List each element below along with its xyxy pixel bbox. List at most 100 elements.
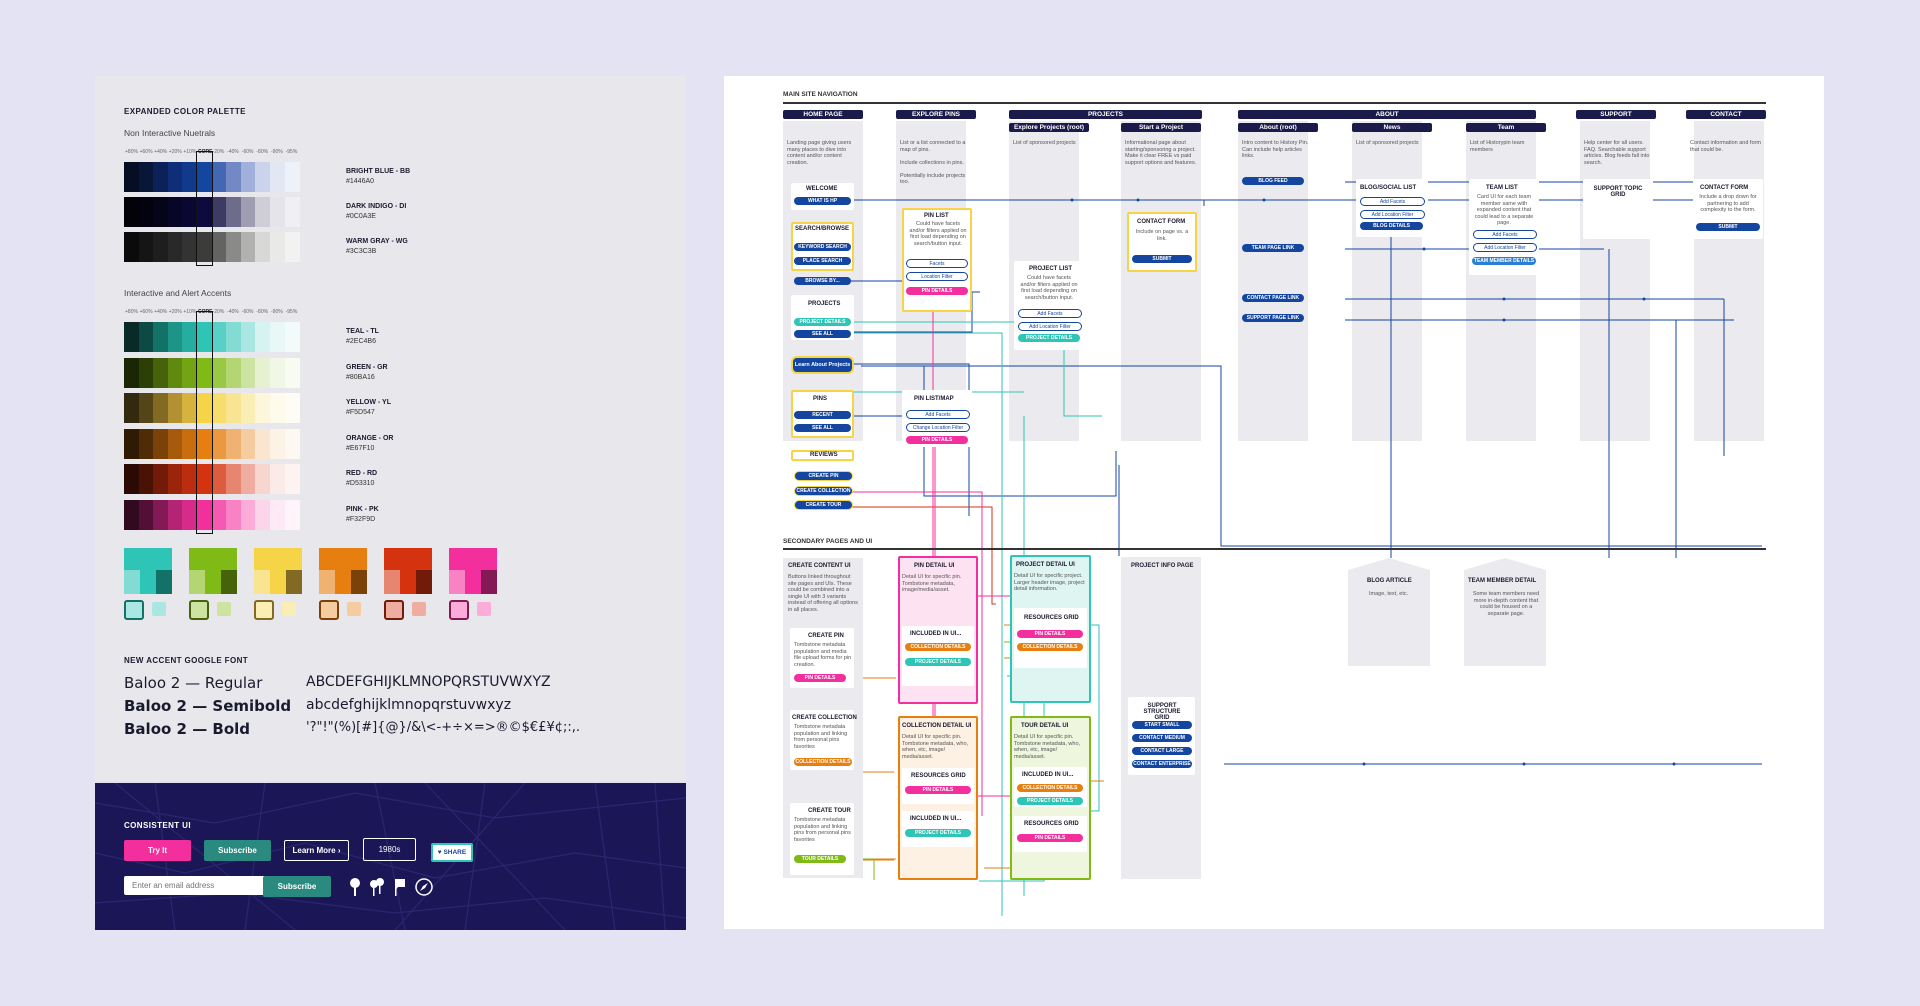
blog-add-facets-button[interactable]: Add Facets: [1360, 197, 1425, 206]
color-swatch: [124, 393, 139, 423]
explore-pin-details-button[interactable]: PIN DETAILS: [906, 287, 968, 295]
header-about-root[interactable]: About (root): [1238, 123, 1318, 132]
start-submit-button[interactable]: SUBMIT: [1132, 255, 1192, 263]
pin-project-details-button[interactable]: PROJECT DETAILS: [905, 658, 971, 666]
accent-pct-label: -60%: [241, 309, 254, 315]
color-swatch: [255, 322, 271, 352]
swatch-name: ORANGE - OR: [346, 434, 394, 442]
desc-news: List of sponsored projects: [1356, 140, 1419, 146]
tour-project-details-button[interactable]: PROJECT DETAILS: [1017, 797, 1083, 805]
color-swatch: [226, 322, 242, 352]
collection-project-details-button[interactable]: PROJECT DETAILS: [905, 829, 971, 837]
create-collection-details-button[interactable]: COLLECTION DETAILS: [794, 758, 852, 766]
welcome-card: [791, 183, 854, 210]
create-collection-button[interactable]: CREATE COLLECTION: [794, 486, 853, 496]
start-small-button[interactable]: START SMALL: [1132, 721, 1192, 729]
color-block-chip: [477, 602, 491, 616]
place-search-button[interactable]: PLACE SEARCH: [794, 257, 851, 265]
what-is-hp-button[interactable]: WHAT IS HP: [794, 197, 851, 205]
header-projects[interactable]: PROJECTS: [1009, 110, 1202, 119]
header-news[interactable]: News: [1352, 123, 1432, 132]
header-projects-root[interactable]: Explore Projects (root): [1009, 123, 1089, 132]
secondary-label: SECONDARY PAGES AND UI: [783, 538, 873, 545]
color-swatch: [211, 162, 227, 192]
pin-collection-details-button[interactable]: COLLECTION DETAILS: [905, 643, 971, 651]
color-swatch: [240, 357, 256, 388]
year-button[interactable]: 1980s: [363, 838, 416, 861]
support-page-link-button[interactable]: SUPPORT PAGE LINK: [1242, 314, 1304, 322]
swatch-hex: #80BA16: [346, 373, 375, 381]
contact-submit-button[interactable]: SUBMIT: [1696, 223, 1760, 231]
subscribe-button[interactable]: Subscribe: [204, 840, 271, 861]
location-filter-button[interactable]: Location Filter: [906, 272, 968, 281]
subscribe-email-button[interactable]: Subscribe: [263, 876, 331, 897]
team-page-link-button[interactable]: TEAM PAGE LINK: [1242, 244, 1304, 252]
color-swatch: [153, 428, 169, 459]
see-all-pins-button[interactable]: SEE ALL: [794, 424, 851, 432]
blog-add-location-button[interactable]: Add Location Filter: [1360, 210, 1425, 219]
project-collection-details-button[interactable]: COLLECTION DETAILS: [1017, 643, 1083, 651]
color-block-main: [449, 548, 497, 570]
color-swatch: [182, 232, 198, 262]
header-contact[interactable]: CONTACT: [1686, 110, 1766, 119]
pin-included-card: [902, 626, 974, 686]
learn-more-button[interactable]: Learn More ›: [284, 840, 349, 861]
header-home[interactable]: HOME PAGE: [783, 110, 863, 119]
see-all-projects-button[interactable]: SEE ALL: [794, 330, 851, 338]
try-it-button[interactable]: Try It: [124, 840, 191, 861]
facets-button[interactable]: Facets: [906, 259, 968, 268]
add-facets-projects-button[interactable]: Add Facets: [1018, 309, 1082, 318]
keyword-search-button[interactable]: KEYWORD SEARCH: [794, 243, 851, 251]
header-support[interactable]: SUPPORT: [1576, 110, 1656, 119]
learn-about-projects-button[interactable]: Learn About Projects: [791, 356, 854, 374]
change-location-button[interactable]: Change Location Filter: [906, 423, 970, 432]
create-tour-details-button[interactable]: TOUR DETAILS: [794, 855, 846, 863]
recent-pins-button[interactable]: RECENT: [794, 411, 851, 419]
color-swatch: [211, 357, 227, 388]
email-input[interactable]: [124, 876, 267, 895]
add-location-projects-button[interactable]: Add Location Filter: [1018, 322, 1082, 331]
blog-details-button[interactable]: BLOG DETAILS: [1360, 222, 1423, 230]
create-pin-button[interactable]: CREATE PIN: [794, 471, 853, 481]
team-add-facets-button[interactable]: Add Facets: [1473, 230, 1537, 239]
create-pin-details-button[interactable]: PIN DETAILS: [794, 674, 846, 682]
swatch-hex: #E67F10: [346, 444, 375, 452]
contact-page-link-button[interactable]: CONTACT PAGE LINK: [1242, 294, 1304, 302]
share-button[interactable]: ♥ SHARE: [431, 843, 473, 862]
contact-medium-button[interactable]: CONTACT MEDIUM: [1132, 734, 1192, 742]
pin-detail-ui-title: PIN DETAIL UI: [914, 563, 955, 569]
color-swatch: [167, 162, 183, 192]
header-team[interactable]: Team: [1466, 123, 1546, 132]
projects-project-details-button[interactable]: PROJECT DETAILS: [1018, 334, 1080, 342]
create-pin-title: CREATE PIN: [808, 633, 844, 639]
tour-pin-details-button[interactable]: PIN DETAILS: [1017, 834, 1083, 842]
blog-feed-button[interactable]: BLOG FEED: [1242, 177, 1304, 185]
desc-about-root: Intro content to History Pin. Can includ…: [1242, 140, 1309, 159]
browse-by-button[interactable]: BROWSE BY...: [794, 277, 851, 285]
header-about[interactable]: ABOUT: [1238, 110, 1536, 119]
header-start-project[interactable]: Start a Project: [1121, 123, 1201, 132]
neutral-pct-label: -90%: [271, 149, 283, 155]
contact-enterprise-button[interactable]: CONTACT ENTERPRISE: [1132, 760, 1192, 768]
swatch-hex: #F5D547: [346, 409, 375, 416]
accent-pct-label: +60%: [139, 309, 153, 315]
header-explore[interactable]: EXPLORE PINS: [896, 110, 976, 119]
add-facets-button[interactable]: Add Facets: [906, 410, 970, 419]
create-tour-button[interactable]: CREATE TOUR: [794, 500, 853, 510]
contact-large-button[interactable]: CONTACT LARGE: [1132, 747, 1192, 755]
accent-pct-label: -40%: [227, 309, 239, 315]
color-swatch: [240, 232, 256, 262]
support-topic-title: SUPPORT TOPIC GRID: [1593, 186, 1643, 198]
palette-title: EXPANDED COLOR PALETTE: [124, 107, 246, 116]
map-pin-details-button[interactable]: PIN DETAILS: [906, 436, 968, 444]
accent-pct-label: -20%: [212, 309, 225, 315]
team-member-details-button[interactable]: TEAM MEMBER DETAILS: [1472, 257, 1536, 265]
pin-list-text: Could have facets and/or filters applied…: [909, 221, 967, 247]
team-add-location-button[interactable]: Add Location Filter: [1473, 243, 1537, 252]
color-swatch: [153, 393, 169, 423]
project-pin-details-button[interactable]: PIN DETAILS: [1017, 630, 1083, 638]
project-details-button[interactable]: PROJECT DETAILS: [794, 318, 851, 326]
team-member-shape: [1464, 558, 1546, 666]
tour-collection-details-button[interactable]: COLLECTION DETAILS: [1017, 784, 1083, 792]
collection-pin-details-button[interactable]: PIN DETAILS: [905, 786, 971, 794]
